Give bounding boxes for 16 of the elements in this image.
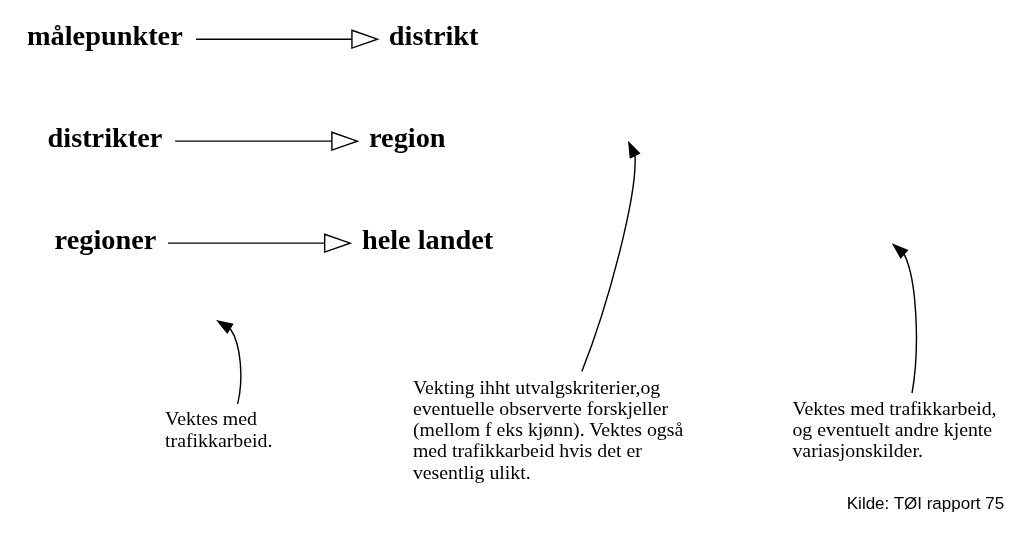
arrow xyxy=(215,319,242,405)
node-text: regioner xyxy=(54,223,156,255)
arrow xyxy=(173,131,360,152)
node-text: distrikter xyxy=(47,121,162,153)
node-text: Vektes med trafikkarbeid. xyxy=(164,407,272,451)
arrow xyxy=(891,243,917,394)
node-text: målepunkter xyxy=(26,19,183,51)
node-text: hele landet xyxy=(361,223,493,255)
caption: Kilde: TØI rapport 75 xyxy=(846,493,1004,513)
arrow xyxy=(166,233,352,254)
arrow xyxy=(580,140,641,373)
node-text: Vekting ihht utvalgskriterier,og eventuelle observerte forskjeller (mellom f eks kjønn). Vektes også med trafikkarbeid hvis det er vesentlig ulikt. xyxy=(412,375,683,483)
node-text: distrikt xyxy=(388,19,479,51)
arrow xyxy=(194,29,380,50)
node-text: Vektes med trafikkarbeid, og eventuelt andre kjente variasjonskilder. xyxy=(791,396,997,462)
node-text: region xyxy=(368,121,446,153)
